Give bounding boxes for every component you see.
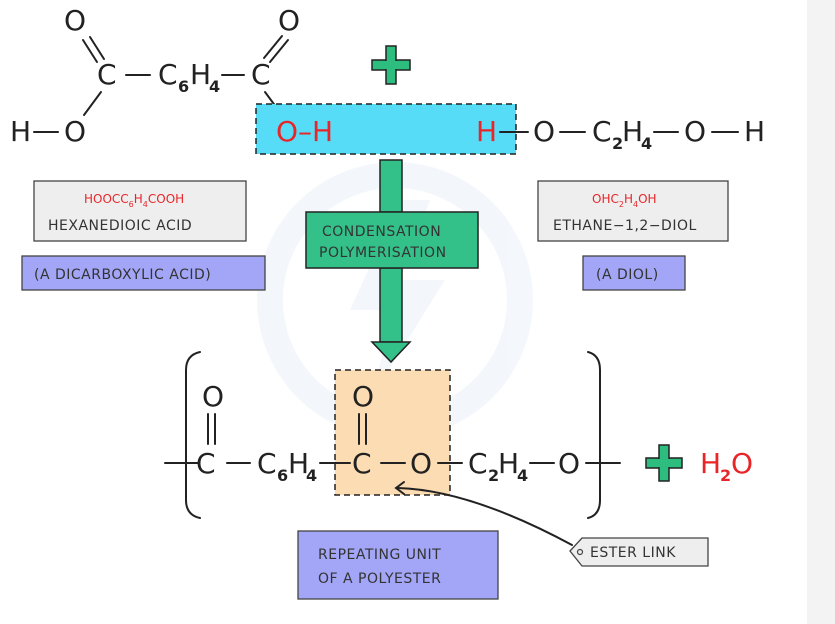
water-o: O: [731, 447, 753, 480]
acid-class-box: (A DICARBOXYLIC ACID): [21, 255, 266, 291]
svg-text:OHC2H4OH: OHC2H4OH: [592, 192, 657, 209]
polymer-sub-4: 4: [306, 466, 317, 485]
acid-o-left: O: [64, 115, 86, 148]
acid-name: HEXANEDIOIC ACID: [48, 218, 192, 234]
diol-o-1: O: [533, 115, 555, 148]
diol-h-end: H: [744, 115, 765, 148]
acid-ring-c: C: [158, 58, 178, 91]
diol-h: H: [622, 115, 643, 148]
bracket-left: [185, 351, 201, 519]
process-line2: POLYMERISATION: [319, 245, 447, 261]
water-sub: 2: [720, 466, 731, 485]
acid-carbon-right: C: [251, 58, 271, 91]
bracket-right: [587, 351, 601, 519]
ester-link-arrowhead: [394, 481, 405, 495]
polymer-sub-4b: 4: [517, 466, 528, 485]
ester-link-pointer: [397, 487, 573, 546]
diol-name: ETHANE−1,2−DIOL: [553, 218, 697, 234]
acid-formula-b: COOH: [148, 192, 184, 206]
acid-class-label: (A DICARBOXYLIC ACID): [34, 267, 211, 283]
repeat-line2: OF A POLYESTER: [318, 571, 441, 587]
diol-label-box: OHC2H4OH ETHANE−1,2−DIOL: [537, 180, 729, 242]
polymer-chain-h: H: [498, 447, 519, 480]
acid-formula-a: HOOCC: [84, 192, 129, 206]
diol-sub-4: 4: [641, 134, 652, 153]
ester-link-tag: ESTER LINK: [569, 537, 709, 567]
plus-icon-2: [645, 444, 683, 482]
plus-icon: [371, 45, 411, 85]
process-box: CONDENSATION POLYMERISATION: [305, 211, 479, 269]
polymer-structure: O C C 6 H 4 O C O C 2 H 4 O: [164, 380, 621, 485]
acid-sub-4: 4: [209, 77, 220, 96]
acid-structure: O O C C 6 H 4 C H O: [10, 4, 300, 148]
acid-carbonyl-o-right: O: [278, 4, 300, 37]
acid-ring-h: H: [190, 58, 211, 91]
ester-highlight-box: [334, 369, 451, 496]
diol-c: C: [592, 115, 612, 148]
polymer-o-carbonyl-2: O: [352, 380, 374, 413]
water-elimination-highlight: [255, 103, 517, 155]
diol-structure: O C 2 H 4 O H: [499, 115, 765, 153]
water-h: H: [700, 447, 721, 480]
polymer-sub-6: 6: [277, 466, 288, 485]
polymer-o-end: O: [558, 447, 580, 480]
diol-class-box: (A DIOL): [582, 255, 686, 291]
repeat-unit-box: REPEATING UNIT OF A POLYESTER: [297, 530, 499, 600]
ester-link-label: ESTER LINK: [590, 545, 676, 561]
polymer-ring-c: C: [257, 447, 277, 480]
acid-oh-red: O–H: [276, 115, 333, 148]
diol-formula-b: OH: [638, 192, 656, 206]
reaction-arrow: [370, 159, 412, 364]
acid-carbonyl-o-left: O: [64, 4, 86, 37]
polymer-c-2: C: [352, 447, 372, 480]
acid-h-left: H: [10, 115, 31, 148]
diol-formula-sub4: 4: [633, 200, 638, 209]
diol-formula-h: H: [624, 192, 633, 206]
diol-o-2: O: [684, 115, 706, 148]
process-line1: CONDENSATION: [322, 224, 441, 240]
diol-formula-a: OHC: [592, 192, 619, 206]
polymer-chain-c: C: [468, 447, 488, 480]
acid-formula-sub6: 6: [129, 200, 134, 209]
repeat-line1: REPEATING UNIT: [318, 547, 441, 563]
svg-text:HOOCC6H4COOH: HOOCC6H4COOH: [84, 192, 184, 209]
polymer-o-carbonyl-1: O: [202, 380, 224, 413]
polymer-c-1: C: [196, 447, 216, 480]
diol-class-label: (A DIOL): [596, 267, 659, 283]
diol-formula-sub2: 2: [619, 200, 624, 209]
diol-h-red: H: [476, 115, 497, 148]
polymer-sub-2: 2: [488, 466, 499, 485]
acid-label-box: HOOCC6H4COOH HEXANEDIOIC ACID: [33, 180, 247, 242]
acid-formula-sub4: 4: [143, 200, 148, 209]
side-panel: [807, 0, 835, 624]
polymer-ring-h: H: [288, 447, 309, 480]
diol-sub-2: 2: [612, 134, 623, 153]
acid-carbon-left: C: [97, 58, 117, 91]
acid-sub-6: 6: [178, 77, 189, 96]
polymer-o-ester: O: [410, 447, 432, 480]
acid-formula-h: H: [134, 192, 143, 206]
